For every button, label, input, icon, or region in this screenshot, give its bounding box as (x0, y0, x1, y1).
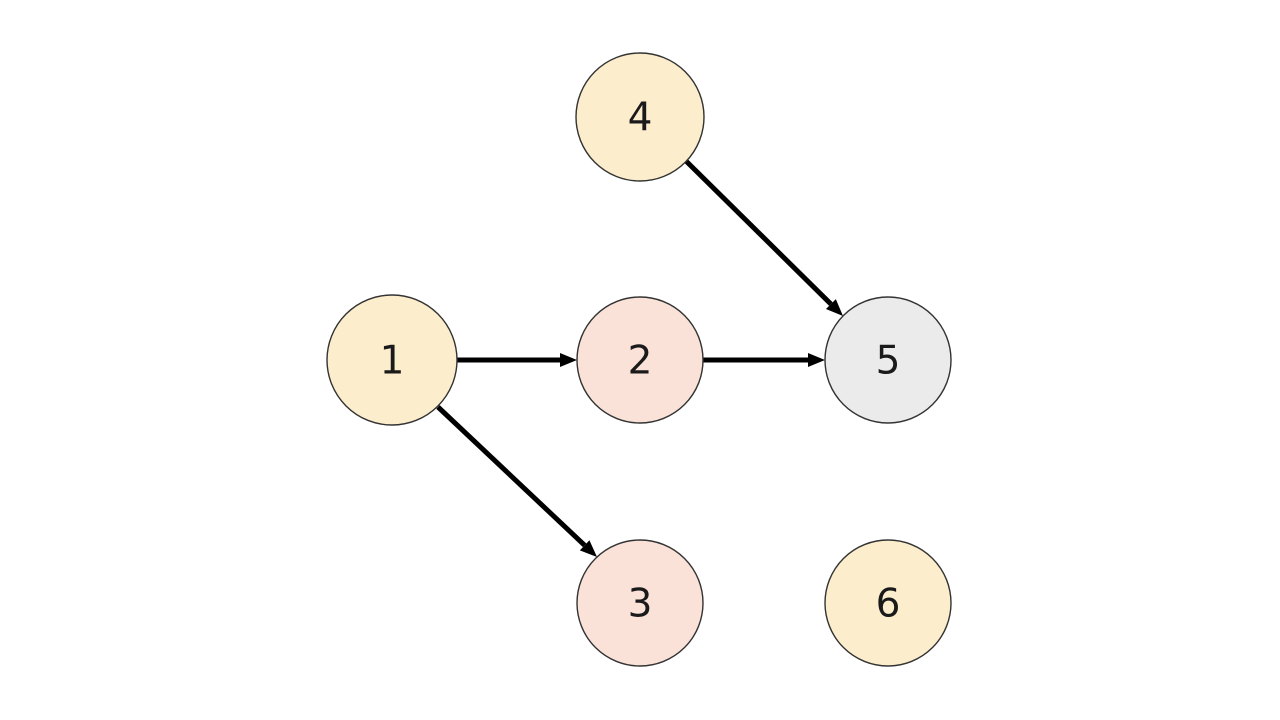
edge-1-to-2 (457, 353, 577, 367)
arrowhead-icon (825, 299, 843, 316)
node-circle-2[interactable] (576, 296, 704, 424)
node-3[interactable]: 3 (576, 539, 704, 667)
edge-1-to-3 (436, 405, 597, 557)
node-circle-5[interactable] (824, 296, 952, 424)
node-circle-3[interactable] (576, 539, 704, 667)
node-label-6: 6 (876, 582, 901, 627)
edge-shaft (684, 159, 833, 306)
node-label-3: 3 (628, 582, 653, 627)
edge-shaft (436, 405, 587, 548)
arrowhead-icon (560, 353, 577, 367)
node-label-5: 5 (876, 339, 901, 384)
node-5[interactable]: 5 (824, 296, 952, 424)
edge-4-to-5 (684, 159, 843, 316)
node-1[interactable]: 1 (326, 294, 458, 426)
node-2[interactable]: 2 (576, 296, 704, 424)
edge-2-to-5 (703, 353, 825, 367)
node-4[interactable]: 4 (575, 52, 705, 182)
node-circle-6[interactable] (824, 539, 952, 667)
edge-layer (436, 159, 843, 557)
node-label-4: 4 (628, 96, 653, 141)
node-6[interactable]: 6 (824, 539, 952, 667)
node-label-1: 1 (380, 339, 405, 384)
arrowhead-icon (808, 353, 825, 367)
node-circle-1[interactable] (326, 294, 458, 426)
arrowhead-icon (579, 540, 597, 557)
node-layer: 1 2 3 4 5 6 (326, 52, 952, 667)
node-label-2: 2 (628, 339, 653, 384)
node-circle-4[interactable] (575, 52, 705, 182)
